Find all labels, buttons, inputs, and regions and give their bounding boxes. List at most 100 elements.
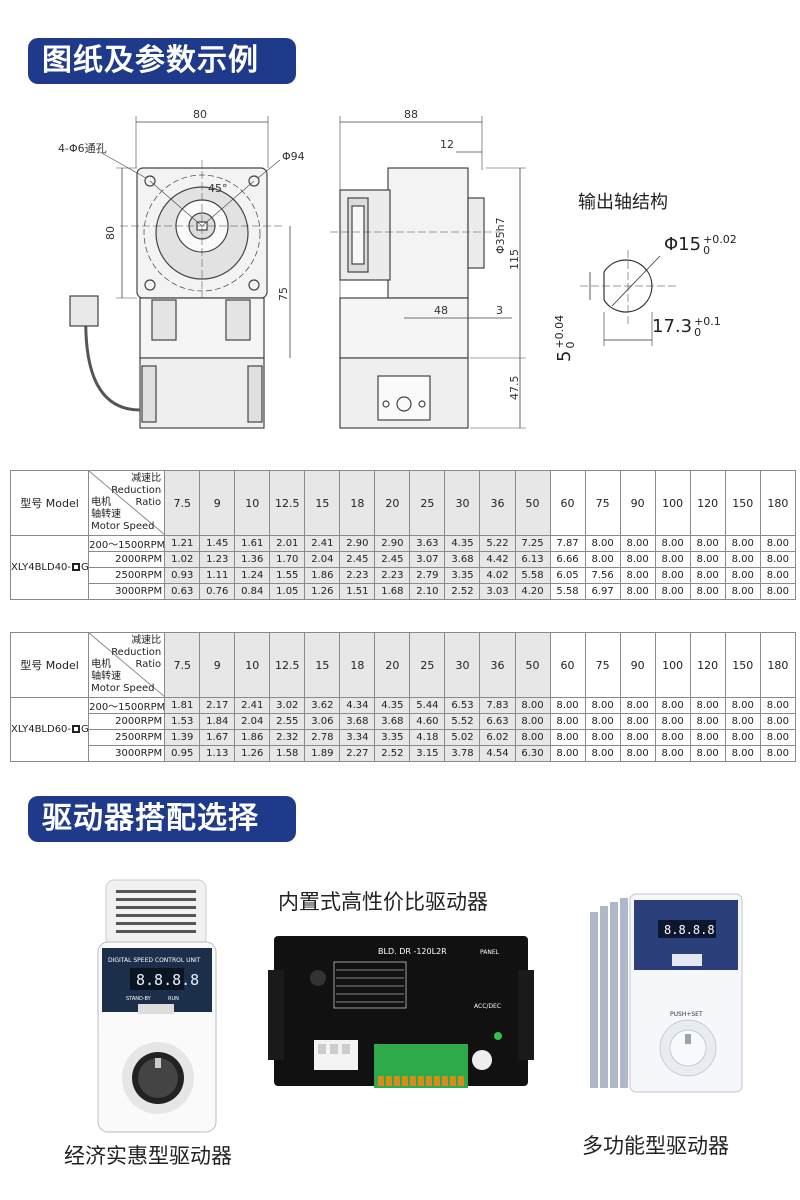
torque-value-cell: 2.78 [304,729,341,746]
torque-value-cell: 8.00 [584,697,621,714]
ratio-header-cell: 18 [339,632,376,698]
model-name-cell: XLY4BLD40-GN [9,535,90,600]
torque-value-cell: 8.00 [654,713,691,730]
torque-value-cell: 5.58 [549,583,586,600]
torque-value-cell: 8.00 [759,551,797,568]
model-name-cell: XLY4BLD60-GN [9,697,90,762]
torque-value-cell: 2.52 [374,745,411,762]
torque-value-cell: 6.63 [479,713,516,730]
torque-value-cell: 8.00 [549,713,586,730]
torque-value-cell: 4.35 [374,697,411,714]
section-title-drivers: 驱动器搭配选择 [28,796,296,842]
builtin-model-label: BLD. DR -120L2R [378,947,447,956]
speed-cell: 3000RPM [88,583,166,600]
torque-value-cell: 8.00 [654,745,691,762]
torque-value-cell: 8.00 [689,745,726,762]
torque-value-cell: 8.00 [584,713,621,730]
torque-value-cell: 7.83 [479,697,516,714]
torque-value-cell: 4.54 [479,745,516,762]
torque-value-cell: 8.00 [654,535,691,552]
torque-value-cell: 8.00 [724,713,761,730]
torque-value-cell: 1.26 [234,745,271,762]
ratio-header-cell: 60 [549,470,586,536]
torque-value-cell: 6.02 [479,729,516,746]
dim-side-len: 48 [434,304,448,317]
torque-value-cell: 8.00 [689,535,726,552]
torque-value-cell: 5.44 [409,697,446,714]
dim-front-width: 80 [193,108,207,121]
torque-value-cell: 6.97 [584,583,621,600]
torque-value-cell: 1.36 [234,551,271,568]
ratio-header-cell: 75 [584,470,621,536]
ratio-header-cell: 36 [479,470,516,536]
torque-value-cell: 8.00 [689,729,726,746]
builtin-driver-image: BLD. DR -120L2R PANEL ACC/DEC [268,936,534,1088]
torque-value-cell: 1.45 [199,535,236,552]
torque-value-cell: 8.00 [759,729,797,746]
torque-value-cell: 4.20 [514,583,551,600]
dim-side-small: 3 [496,304,503,317]
shaft-detail [580,250,678,346]
dim-angle: 45° [208,182,228,195]
torque-value-cell: 8.00 [724,729,761,746]
torque-value-cell: 8.00 [514,697,551,714]
torque-value-cell: 3.78 [444,745,481,762]
torque-value-cell: 8.00 [759,583,797,600]
torque-value-cell: 8.00 [619,729,656,746]
ratio-header-cell: 100 [654,470,691,536]
ratio-header-cell: 15 [304,632,341,698]
torque-value-cell: 1.26 [304,583,341,600]
economy-driver-image: DIGITAL SPEED CONTROL UNIT 8.8.8.8 STAND… [97,879,217,1133]
dim-side-lower: 47.5 [508,376,521,401]
torque-value-cell: 3.63 [409,535,446,552]
torque-value-cell: 8.00 [759,567,797,584]
economy-driver-caption: 经济实惠型驱动器 [64,1144,232,1168]
speed-cell: 2000RPM [88,551,166,568]
speed-cell: 2000RPM [88,713,166,730]
torque-value-cell: 8.00 [549,745,586,762]
torque-value-cell: 8.00 [689,583,726,600]
torque-value-cell: 3.03 [479,583,516,600]
ratio-header-cell: 12.5 [269,470,306,536]
torque-value-cell: 2.41 [304,535,341,552]
torque-value-cell: 8.00 [724,583,761,600]
multi-pushset-label: PUSH+SET [670,1011,703,1018]
torque-value-cell: 2.32 [269,729,306,746]
torque-value-cell: 8.00 [654,567,691,584]
torque-value-cell: 8.00 [619,697,656,714]
shaft-structure-caption: 输出轴结构 [578,192,668,213]
torque-value-cell: 3.07 [409,551,446,568]
dim-front-height: 80 [104,226,117,240]
ratio-header-cell: 10 [234,470,271,536]
side-view [330,116,526,429]
torque-value-cell: 2.45 [339,551,376,568]
speed-cell: 200～1500RPM [88,697,166,714]
table-row: XLY4BLD60-GN200～1500RPM1.812.172.413.023… [9,697,797,762]
torque-value-cell: 7.56 [584,567,621,584]
torque-value-cell: 6.30 [514,745,551,762]
ratio-header-cell: 18 [339,470,376,536]
torque-value-cell: 1.53 [164,713,201,730]
torque-value-cell: 2.17 [199,697,236,714]
ratio-header-cell: 7.5 [164,632,201,698]
placeholder-square-icon [72,725,81,733]
ratio-header-cell: 9 [199,632,236,698]
ratio-header-cell: 25 [409,632,446,698]
builtin-panel-label: PANEL [480,949,500,956]
torque-value-cell: 3.34 [339,729,376,746]
ratio-header-cell: 50 [514,470,551,536]
multi-driver-image: 8.8.8.8 PUSH+SET [590,893,743,1093]
dim-circle: Φ94 [282,150,305,163]
torque-value-cell: 3.68 [339,713,376,730]
torque-value-cell: 1.70 [269,551,306,568]
torque-value-cell: 3.06 [304,713,341,730]
torque-value-cell: 4.35 [444,535,481,552]
ratio-header-cell: 10 [234,632,271,698]
torque-value-cell: 4.02 [479,567,516,584]
